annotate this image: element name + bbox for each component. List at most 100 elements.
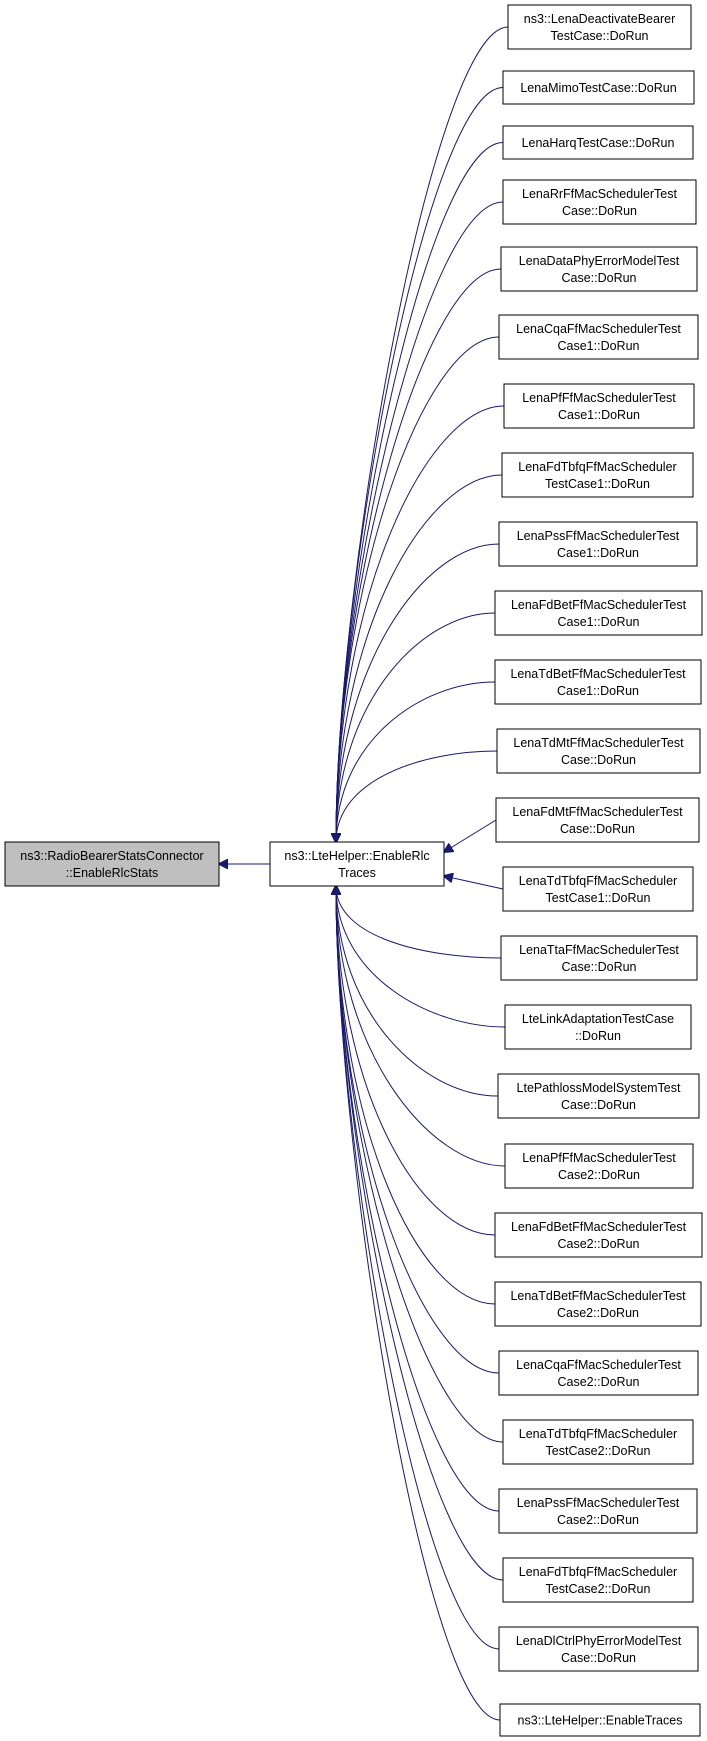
node-label-line: LenaTdBetFfMacSchedulerTest — [510, 1289, 686, 1303]
node-box — [498, 314, 699, 360]
node-box — [501, 452, 694, 498]
node-c2[interactable]: LenaHarqTestCase::DoRun — [502, 125, 694, 160]
node-label-line: LenaFdTbfqFfMacScheduler — [519, 1565, 677, 1579]
node-label-line: LenaPfFfMacSchedulerTest — [522, 1151, 676, 1165]
edge-c1-to-n_helper — [336, 87, 504, 843]
node-c1[interactable]: LenaMimoTestCase::DoRun — [502, 70, 695, 105]
node-label-line: Case::DoRun — [561, 1098, 636, 1112]
edge-c23-to-n_helper — [336, 886, 504, 1581]
node-box — [503, 383, 695, 429]
node-n_stats[interactable]: ns3::RadioBearerStatsConnector::EnableRl… — [4, 841, 220, 887]
node-label-line: LenaTdBetFfMacSchedulerTest — [510, 667, 686, 681]
node-c15[interactable]: LteLinkAdaptationTestCase::DoRun — [504, 1004, 692, 1050]
node-c25[interactable]: ns3::LteHelper::EnableTraces — [499, 1703, 701, 1737]
node-label-line: LenaFdMtFfMacSchedulerTest — [512, 805, 683, 819]
node-box — [504, 1004, 692, 1050]
node-label-line: LenaFdBetFfMacSchedulerTest — [511, 598, 687, 612]
edge-c5-to-n_helper — [336, 336, 500, 842]
edge-c18-to-n_helper — [336, 886, 496, 1236]
node-box — [502, 866, 694, 912]
node-label-line: Case1::DoRun — [557, 546, 639, 560]
node-label-line: Case::DoRun — [561, 960, 636, 974]
node-label-line: Case::DoRun — [560, 822, 635, 836]
node-label-line: LenaTdMtFfMacSchedulerTest — [513, 736, 684, 750]
node-box — [494, 590, 703, 636]
node-label-line: Case1::DoRun — [557, 684, 639, 698]
node-box — [495, 797, 700, 843]
node-label-line: LenaMimoTestCase::DoRun — [520, 81, 676, 95]
node-label-line: Case1::DoRun — [558, 615, 640, 629]
node-label-line: ns3::RadioBearerStatsConnector — [20, 849, 203, 863]
edge-c17-to-n_helper — [336, 886, 506, 1167]
edge-c16-to-n_helper — [336, 886, 499, 1097]
node-box — [496, 728, 701, 774]
edge-c12-to-n_helper — [444, 819, 497, 852]
edge-c6-to-n_helper — [336, 405, 505, 842]
node-box — [494, 659, 702, 705]
node-label-line: TestCase1::DoRun — [545, 477, 650, 491]
edge-c0-to-n_helper — [336, 26, 509, 842]
node-box — [494, 1212, 703, 1258]
edges-layer — [219, 26, 509, 1721]
node-label-line: LenaHarqTestCase::DoRun — [522, 136, 675, 150]
edge-c13-to-n_helper — [444, 876, 504, 890]
node-box — [504, 1143, 694, 1189]
node-label-line: LteLinkAdaptationTestCase — [522, 1012, 674, 1026]
nodes-layer: ns3::RadioBearerStatsConnector::EnableRl… — [4, 4, 703, 1737]
node-label-line: Case1::DoRun — [558, 339, 640, 353]
node-label-line: Case::DoRun — [562, 204, 637, 218]
node-box — [499, 1703, 701, 1737]
node-label-line: LenaDataPhyErrorModelTest — [519, 254, 680, 268]
node-label-line: Case::DoRun — [561, 753, 636, 767]
node-label-line: Case2::DoRun — [558, 1375, 640, 1389]
node-box — [502, 1557, 694, 1603]
node-label-line: LenaPfFfMacSchedulerTest — [522, 391, 676, 405]
node-box — [502, 179, 697, 225]
node-label-line: Traces — [338, 866, 376, 880]
node-label-line: LenaTtaFfMacSchedulerTest — [519, 943, 679, 957]
node-box — [502, 70, 695, 105]
edge-c19-to-n_helper — [336, 886, 496, 1305]
node-box — [498, 1626, 699, 1672]
node-label-line: Case::DoRun — [561, 271, 636, 285]
node-label-line: Case1::DoRun — [558, 408, 640, 422]
node-label-line: TestCase2::DoRun — [546, 1582, 651, 1596]
node-box — [269, 841, 445, 887]
node-label-line: LenaRrFfMacSchedulerTest — [522, 187, 677, 201]
edge-c8-to-n_helper — [336, 543, 500, 842]
edge-c25-to-n_helper — [336, 886, 501, 1721]
node-box — [507, 4, 692, 50]
edge-c3-to-n_helper — [336, 201, 504, 842]
node-label-line: TestCase2::DoRun — [546, 1444, 651, 1458]
node-box — [500, 935, 698, 981]
node-box — [502, 125, 694, 160]
node-label-line: LenaPssFfMacSchedulerTest — [517, 529, 680, 543]
edge-c15-to-n_helper — [336, 886, 506, 1028]
edge-c9-to-n_helper — [336, 612, 496, 842]
node-label-line: Case::DoRun — [561, 1651, 636, 1665]
node-box — [498, 1488, 698, 1534]
